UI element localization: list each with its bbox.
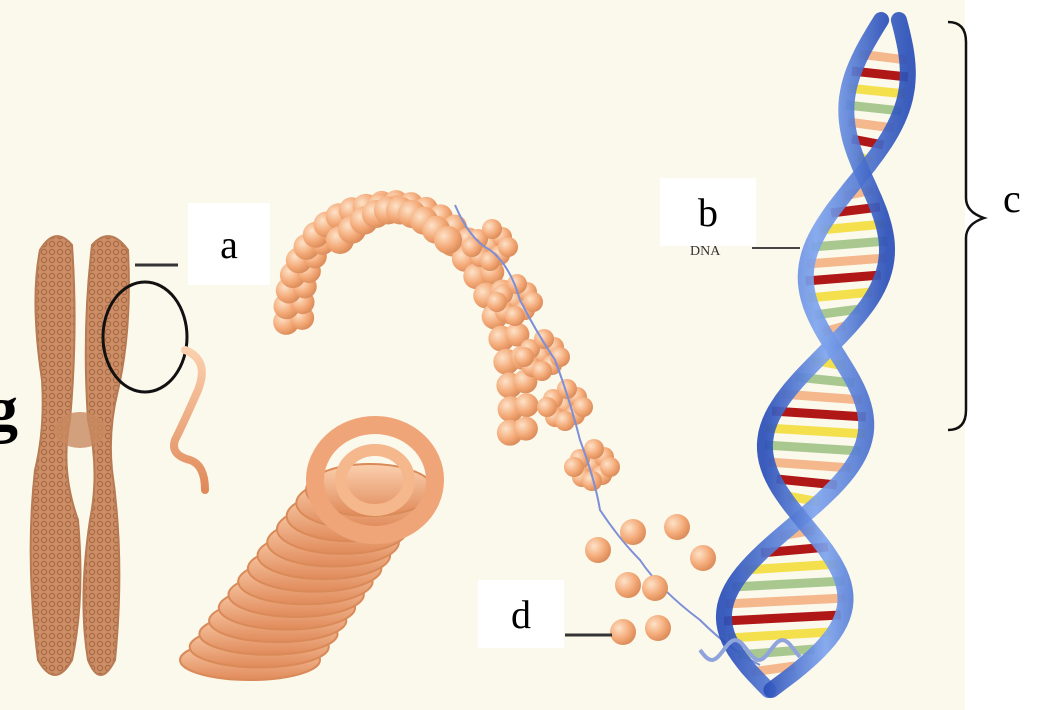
histone-bead [537,397,557,417]
edge-letter-fragment: g [0,372,18,446]
fiber-bead [434,226,462,254]
histone-bead [564,457,584,477]
base-pair [726,598,846,604]
base-pair [769,462,851,468]
histone-bead [585,537,611,563]
base-pair [807,258,886,264]
histone-bead [573,397,593,417]
centromere [54,412,106,448]
histone-bead [645,615,671,641]
base-pair [806,275,881,281]
histone-bead [514,347,534,367]
histone-bead [482,219,502,239]
label-a: a [188,203,270,285]
base-pair [766,428,865,434]
histone-bead [505,306,525,326]
histone-bead [690,545,716,571]
base-pair [809,292,872,298]
histone-bead [584,439,604,459]
base-pair [733,581,845,587]
label-c: c [1003,175,1021,222]
label-b: b [660,178,756,246]
histone-bead [664,514,690,540]
base-pair [772,411,866,417]
histone-bead [462,237,482,257]
histone-bead [610,619,636,645]
label-d: d [478,580,564,648]
fiber-bead [515,393,539,417]
histone-bead [480,251,500,271]
histone-bead [600,457,620,477]
histone-bead [487,292,507,312]
histone-bead [642,575,668,601]
fiber-bead [514,417,538,441]
dna-caption: DNA [690,244,720,260]
histone-bead [620,519,646,545]
base-pair [724,615,840,621]
histone-bead [523,292,543,312]
base-pair [728,632,830,638]
histone-bead [615,572,641,598]
histone-bead [532,361,552,381]
base-pair [765,445,860,451]
background-right-strip [965,0,1045,710]
base-pair [812,241,887,247]
histone-bead [498,237,518,257]
